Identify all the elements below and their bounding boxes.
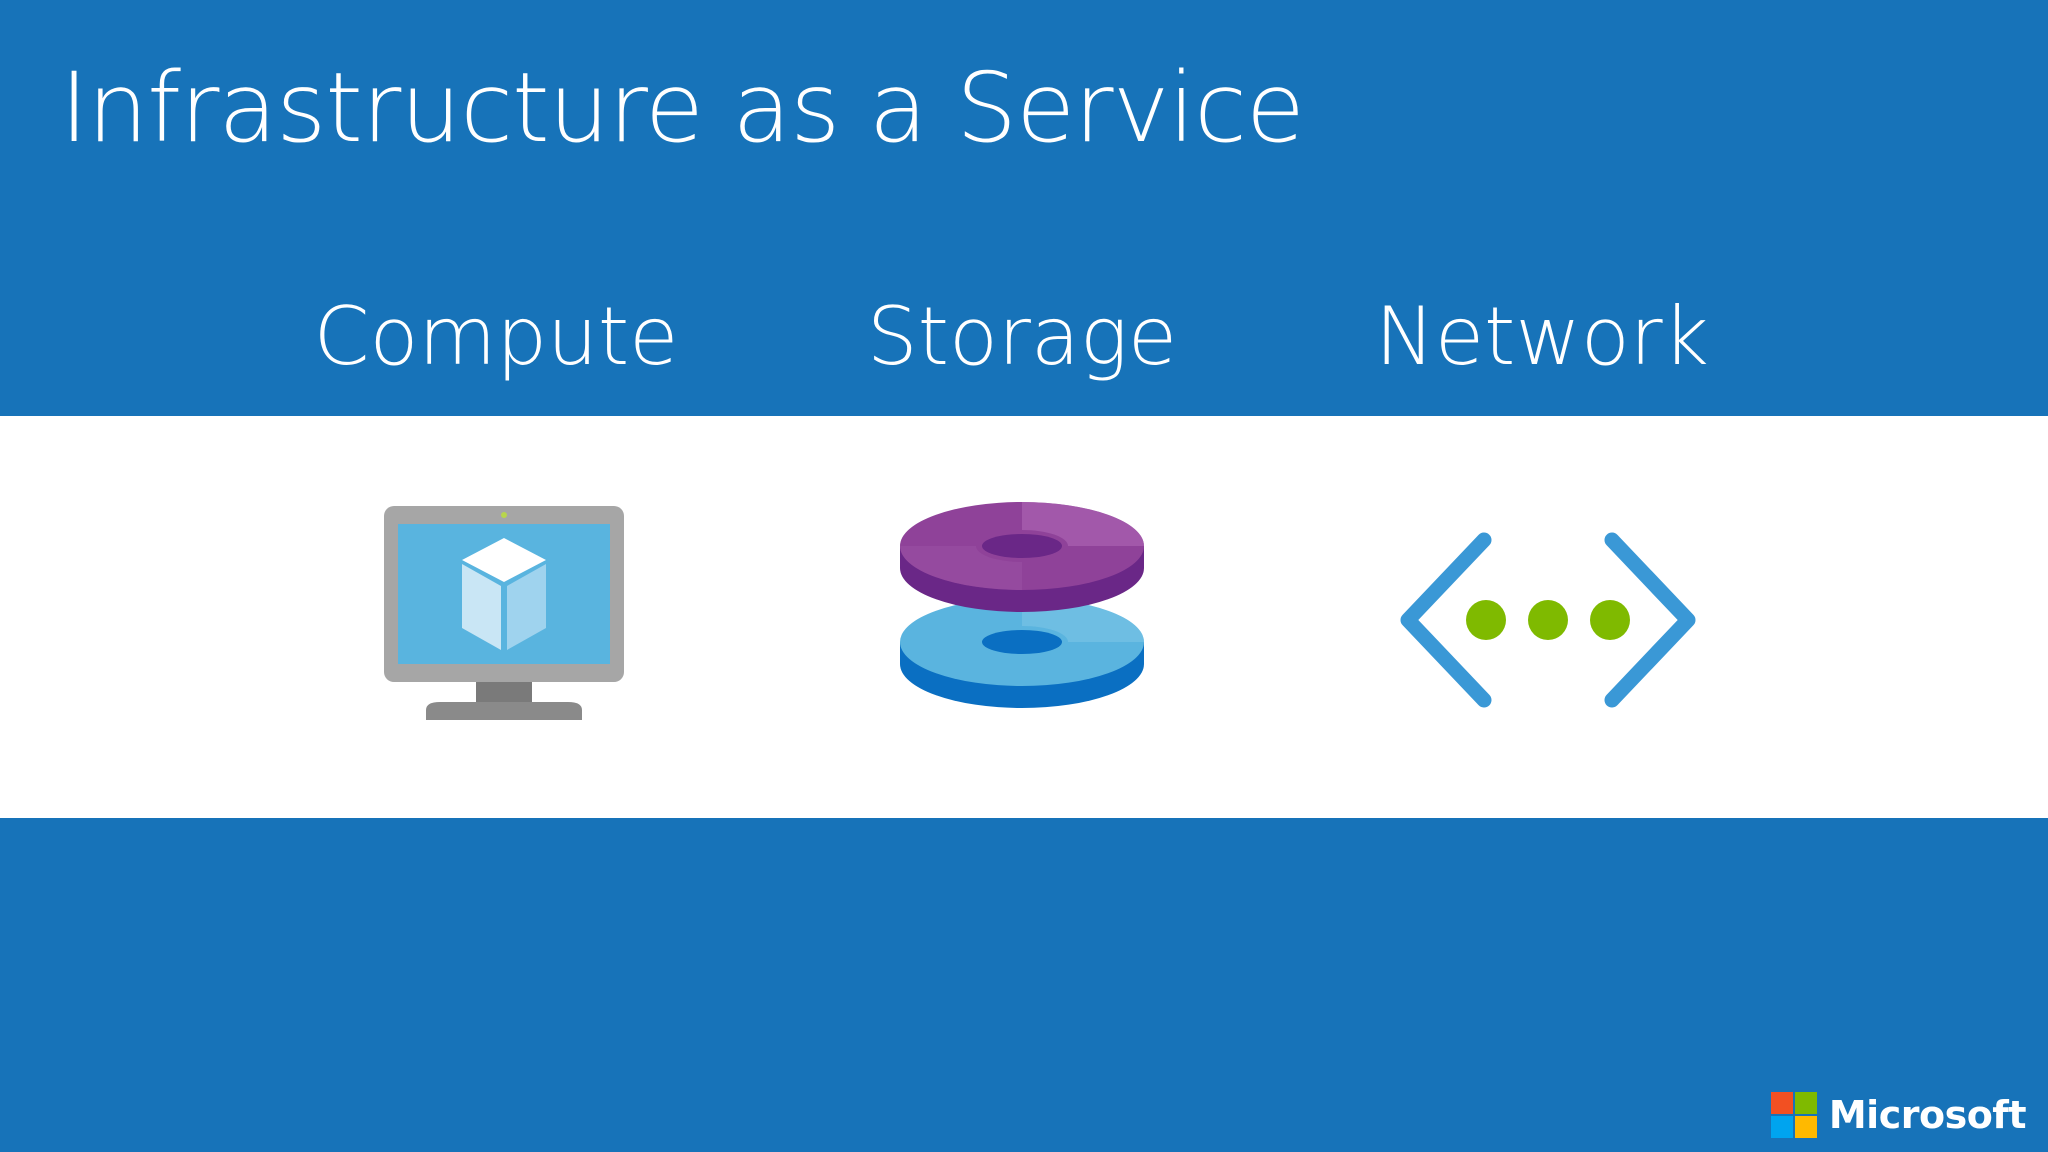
- slide-title: Infrastructure as a Service: [60, 52, 1305, 164]
- virtual-machine-monitor-icon: [384, 506, 624, 720]
- storage-label: Storage: [866, 290, 1178, 383]
- virtual-network-icon: [1400, 532, 1696, 708]
- microsoft-four-square-logo-icon: [1770, 1092, 1817, 1138]
- microsoft-logo: Microsoft: [1770, 1090, 2027, 1140]
- compute-label: Compute: [313, 290, 679, 383]
- microsoft-logo-text: Microsoft: [1828, 1093, 2027, 1137]
- network-label: Network: [1374, 290, 1710, 383]
- storage-disks-icon: [900, 502, 1144, 708]
